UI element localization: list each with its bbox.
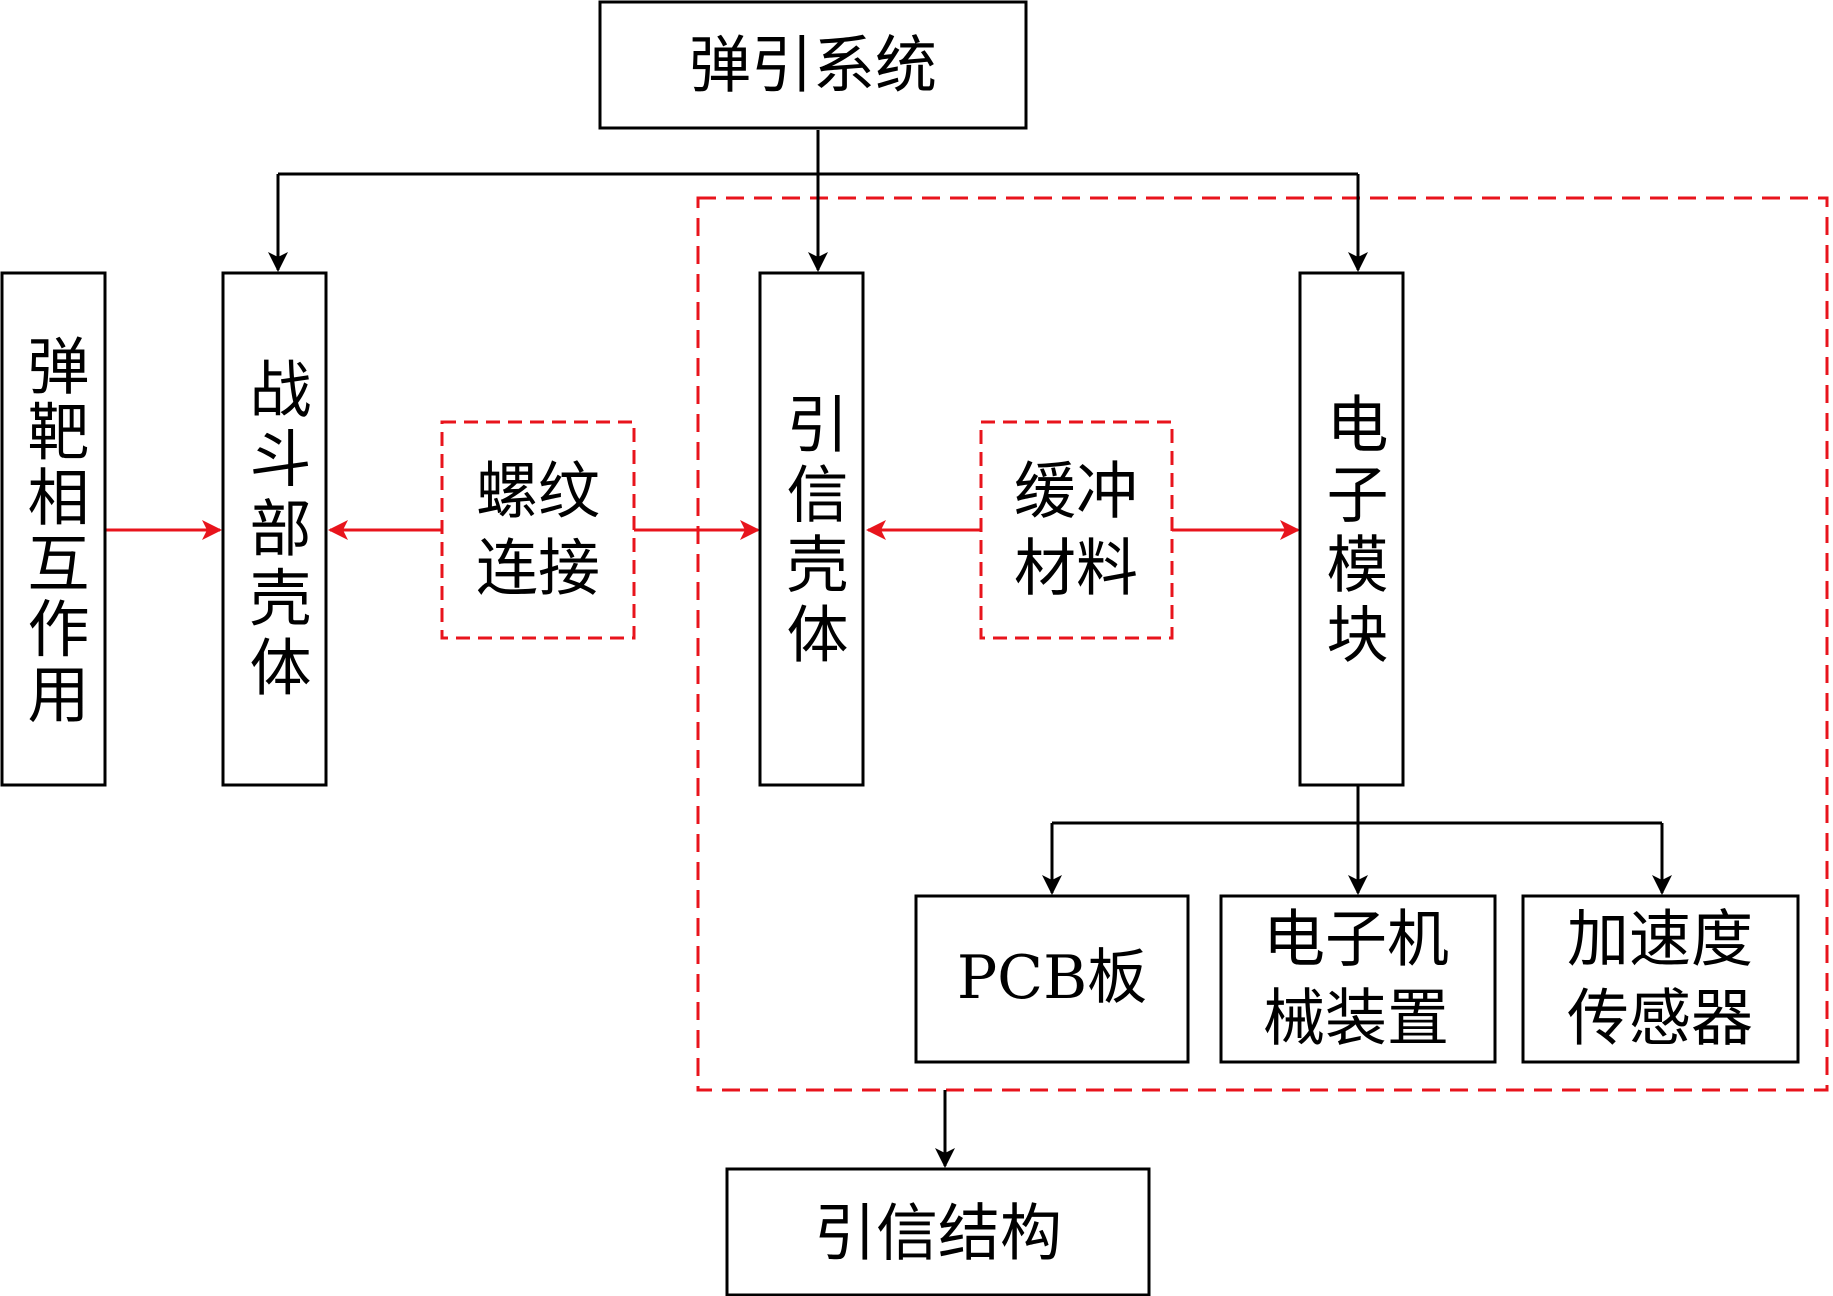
system-label: 弹引系统: [689, 29, 937, 102]
electromech-device-label-line1: 电子机: [1263, 903, 1449, 976]
thread-connection-node: 螺纹 连接: [440, 420, 636, 640]
fuze-structure-node: 引信结构: [725, 1167, 1151, 1296]
fuze-region-dashed-frame: [696, 196, 1829, 1092]
fuze-structure-label: 引信结构: [814, 1197, 1062, 1270]
module-connectors: [935, 786, 1672, 1168]
warhead-shell-label: 战斗部壳体: [239, 357, 312, 697]
buffer-material-label-line1: 缓冲: [1014, 455, 1138, 528]
target-interaction-node: 弹靶相互作用: [0, 271, 107, 787]
accelerometer-label-line2: 传感器: [1567, 982, 1753, 1055]
thread-connection-label-line1: 螺纹: [476, 455, 600, 528]
warhead-shell-node: 战斗部壳体: [221, 271, 328, 787]
pcb-board-label: PCB板: [957, 943, 1147, 1013]
electromech-device-label-line2: 械装置: [1263, 982, 1449, 1055]
fuze-shell-node: 引信壳体: [758, 271, 865, 787]
system-connectors: [268, 130, 1368, 272]
electromech-device-node: 电子机 械装置: [1219, 894, 1497, 1064]
thread-connection-label-line2: 连接: [476, 532, 600, 605]
system-node: 弹引系统: [598, 0, 1028, 130]
buffer-material-node: 缓冲 材料: [979, 420, 1174, 640]
pcb-board-node: PCB板: [914, 894, 1190, 1064]
accelerometer-label-line1: 加速度: [1567, 903, 1753, 976]
buffer-material-label-line2: 材料: [1014, 532, 1138, 605]
electronic-module-node: 电子模块: [1298, 271, 1405, 787]
accelerometer-node: 加速度 传感器: [1521, 894, 1800, 1064]
